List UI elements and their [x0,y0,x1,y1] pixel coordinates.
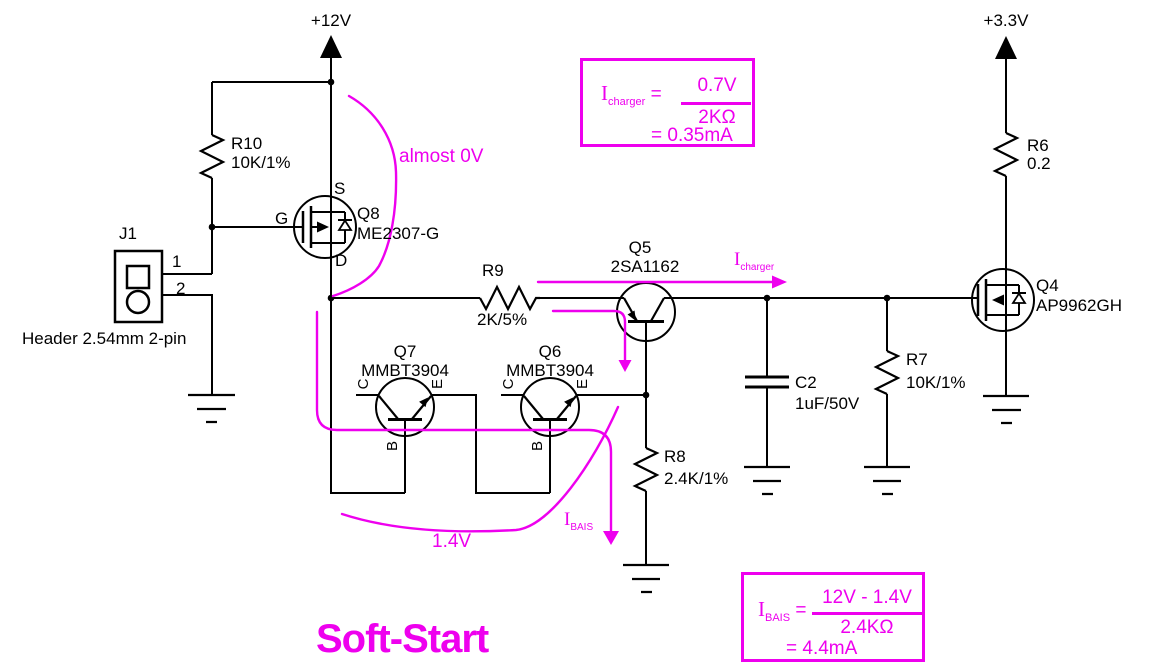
junction-dots [208,78,891,399]
annotation-1v4-label: 1.4V [432,531,472,552]
q7-pin-c-label: C [354,378,372,390]
q5-part-label: 2SA1162 [610,257,680,276]
q7-pin-b-label: B [383,441,401,452]
c2-ref-label: C2 [795,373,817,392]
c2-value-label: 1uF/50V [795,394,860,413]
q8-pin-s-label: S [334,179,346,198]
q7-ref-label: Q7 [393,342,417,361]
annotation-almost-0v-brace [331,94,398,298]
r7-ref-label: R7 [906,350,928,369]
icharger-symbol: I [734,249,741,270]
ibais-formula-symbol: I [758,597,765,621]
annotation-icharger-label: Icharger [734,250,774,273]
capacitor-c2 [745,375,789,389]
power-3v3-symbol [995,36,1017,59]
ibais-formula-result: = 4.4mA [786,638,858,659]
r9-ref-label: R9 [482,261,504,280]
q6-ref-label: Q6 [538,342,562,361]
ground-symbol-j1 [188,393,235,424]
annotation-1v4-curve [340,405,620,533]
q5-ref-label: Q5 [628,238,652,257]
r8-value-label: 2.4K/1% [664,469,729,488]
mosfet-q4 [971,268,1035,332]
icharger-formula-lhs: Icharger = [601,81,662,108]
ibais-formula-fraction-bar [812,612,922,615]
q7-pin-e-label: E [428,379,446,390]
q8-part-label: ME2307-G [357,224,440,243]
ground-symbol-q4 [983,394,1029,425]
q8-pin-d-label: D [335,251,348,270]
ibais-symbol: I [564,509,571,530]
icharger-formula-subscript: charger [608,95,646,108]
rail-3v3-label: +3.3V [983,11,1029,30]
q6-pin-c-label: C [499,378,517,390]
annotation-q5-inflow-arrow [551,309,632,372]
annotation-icharger-arrow [536,275,787,289]
r8-ref-label: R8 [664,447,686,466]
j1-desc-label: Header 2.54mm 2-pin [22,329,187,348]
r10-ref-label: R10 [231,134,263,153]
ibais-formula-equals: = [795,600,807,621]
j1-ref-label: J1 [119,224,137,243]
annotation-ibais-label: IBAIS [564,510,593,533]
power-12v-symbol [320,35,342,58]
ground-symbol-c2 [744,465,790,496]
mosfet-q8 [293,195,357,259]
resistor-r7 [873,349,901,396]
q6-part-label: MMBT3904 [506,361,594,380]
transistor-q7 [375,377,435,437]
r9-value-label: 2K/5% [477,310,528,329]
j1-pin2-label: 2 [176,279,186,298]
connector-j1 [113,249,164,324]
icharger-formula-numerator: 0.7V [697,75,737,96]
r7-value-label: 10K/1% [906,373,966,392]
r10-value-label: 10K/1% [231,153,291,172]
q6-pin-e-label: E [573,379,591,390]
icharger-formula-box: Icharger = 0.7V 2KΩ = 0.35mA [580,58,755,147]
ground-symbol-r7 [864,465,910,496]
resistor-r9 [479,284,540,312]
q4-part-label: AP9962GH [1036,296,1122,315]
ibais-subscript: BAIS [570,521,594,533]
icharger-formula-symbol: I [601,81,608,105]
q8-pin-g-label: G [275,209,289,228]
ground-symbol-r8 [623,563,669,594]
q7-part-label: MMBT3904 [361,361,449,380]
icharger-subscript: charger [740,261,775,273]
q8-ref-label: Q8 [357,204,380,223]
ibais-formula-box: IBAIS = 12V - 1.4V 2.4KΩ = 4.4mA [741,572,925,662]
j1-pin1-label: 1 [172,252,182,271]
resistor-r8 [632,446,660,493]
ibais-formula-subscript: BAIS [765,611,791,624]
q4-ref-label: Q4 [1036,276,1059,295]
page-title: Soft-Start [316,617,489,661]
icharger-formula-denominator: 2KΩ [698,107,736,128]
transistor-q6 [520,377,580,437]
annotation-bias-path-arrow [315,310,619,545]
rail-12v-label: +12V [310,11,352,30]
resistor-r6 [992,131,1020,178]
r6-value-label: 0.2 [1027,154,1051,173]
annotation-almost-0v-label: almost 0V [399,146,484,167]
icharger-formula-equals: = [650,84,662,105]
icharger-formula-result: = 0.35mA [651,125,733,146]
resistor-r10 [198,133,226,180]
q6-pin-b-label: B [528,441,546,452]
ibais-formula-lhs: IBAIS = [758,597,806,624]
ibais-formula-denominator: 2.4KΩ [840,617,894,638]
icharger-formula-fraction-bar [681,102,751,105]
ibais-formula-numerator: 12V - 1.4V [822,587,912,608]
r6-ref-label: R6 [1027,136,1049,155]
